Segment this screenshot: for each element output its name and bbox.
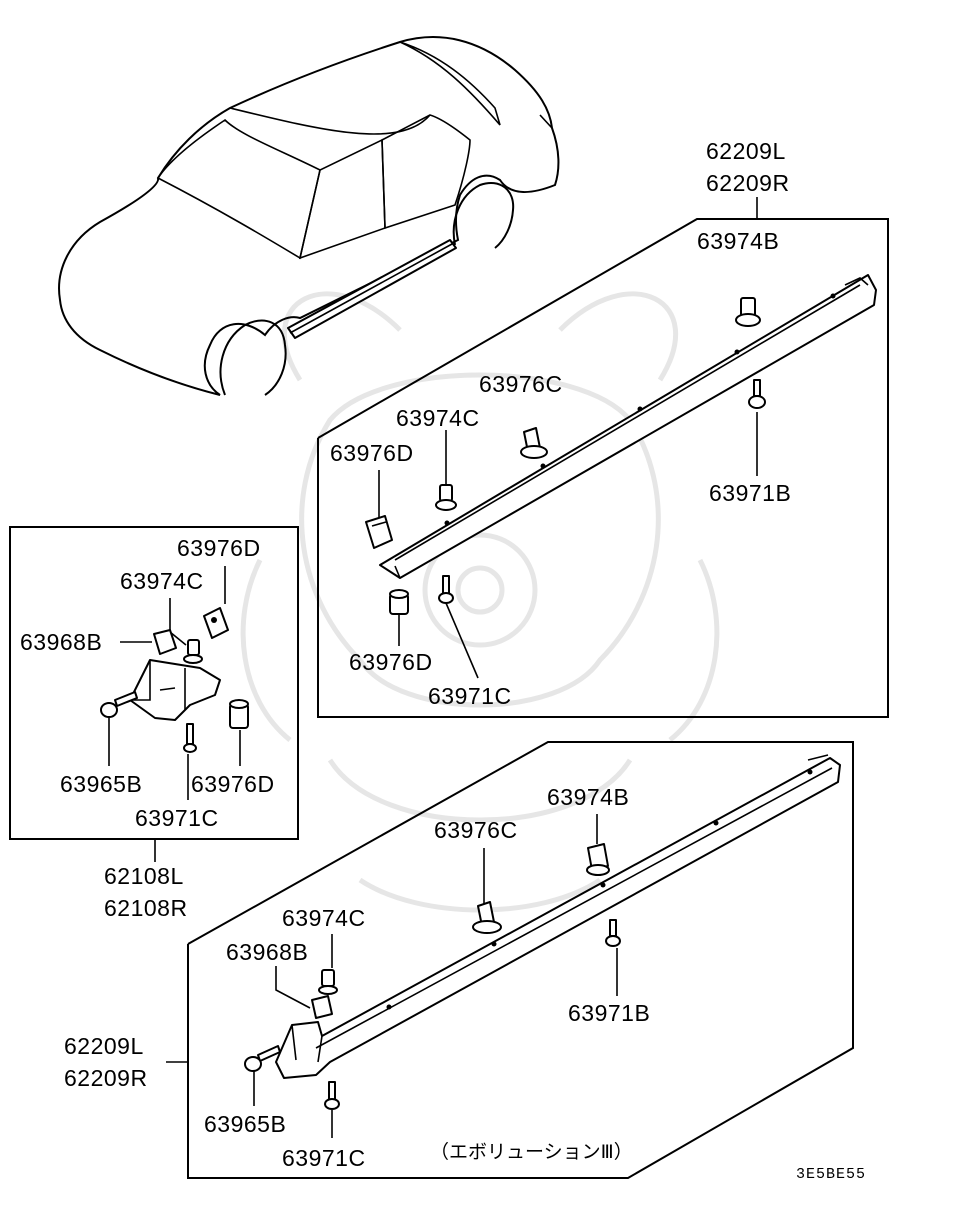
lower-nut-63968b-icon <box>311 995 333 1019</box>
upper-assembly-left-label: 62209L <box>706 138 786 164</box>
inset-assembly-right-label: 62108R <box>104 895 188 921</box>
inset-clip-d-label: 63976D <box>177 535 261 561</box>
inset-nut-63968b-icon <box>153 629 177 655</box>
lower-bolt-63965b-icon <box>244 1045 281 1072</box>
lower-clip-c2-label: 63974C <box>282 905 366 931</box>
car-body-outline <box>58 36 560 396</box>
upper-clip-63974b-icon <box>735 297 761 327</box>
upper-assembly-frame <box>317 197 889 718</box>
lower-clip-63974c-icon <box>318 969 338 995</box>
lower-side-sill-panel <box>275 754 841 1079</box>
inset-clip-c-label: 63974C <box>120 568 204 594</box>
upper-clip-63976c-icon <box>520 427 548 459</box>
upper-screw-63971b-icon <box>748 379 766 409</box>
upper-clip-d-bottom-label: 63976D <box>349 649 433 675</box>
upper-side-sill-panel <box>379 274 877 579</box>
lower-screw-label: 63971C <box>282 1145 366 1171</box>
lower-clip-63974b-icon <box>586 843 610 876</box>
inset-screw-label: 63971C <box>135 805 219 831</box>
inset-clip-63976d-icon <box>203 607 229 639</box>
upper-clip-c2-label: 63974C <box>396 405 480 431</box>
inset-nut-label: 63968B <box>20 629 102 655</box>
lower-bolt-label: 63965B <box>204 1111 286 1137</box>
upper-assembly-right-label: 62209R <box>706 170 790 196</box>
lower-variant-note: （エボリューションⅢ） <box>430 1141 633 1163</box>
inset-end-cap-bracket <box>129 659 221 721</box>
lower-assembly-right-label: 62209R <box>64 1065 148 1091</box>
upper-screw-63971c-icon <box>438 575 454 604</box>
lower-assembly-frame <box>166 741 854 1179</box>
upper-clip-63976d-icon <box>365 515 393 549</box>
lower-clip-top-label: 63974B <box>547 784 629 810</box>
upper-clip-63976d-bottom-icon <box>389 589 409 615</box>
upper-clip-63974c-icon <box>435 484 457 511</box>
inset-assembly-frame <box>9 526 299 862</box>
watermark-emblem <box>240 291 720 913</box>
inset-bolt-label: 63965B <box>60 771 142 797</box>
lower-assembly-left-label: 62209L <box>64 1033 144 1059</box>
lower-nut-label: 63968B <box>226 939 308 965</box>
upper-clip-d-label: 63976D <box>330 440 414 466</box>
inset-assembly-left-label: 62108L <box>104 863 184 889</box>
inset-screw-63971c-icon <box>183 723 197 753</box>
inset-clip-63974c-icon <box>183 639 203 664</box>
lower-screw-63971c-icon <box>324 1081 340 1110</box>
inset-clip-63976d-bottom-icon <box>229 699 249 729</box>
upper-screw-right-label: 63971B <box>709 480 791 506</box>
upper-screw-bottom-label: 63971C <box>428 683 512 709</box>
lower-clip-63976c-icon <box>472 901 502 934</box>
upper-clip-top-label: 63974B <box>697 228 779 254</box>
lower-clip-c-label: 63976C <box>434 817 518 843</box>
inset-bolt-63965b-icon <box>100 691 138 718</box>
upper-clip-c-label: 63976C <box>479 371 563 397</box>
lower-screw-right-label: 63971B <box>568 1000 650 1026</box>
inset-clip-d-bottom-label: 63976D <box>191 771 275 797</box>
lower-screw-63971b-icon <box>605 919 621 947</box>
diagram-code: 3E5BE55 <box>796 1166 866 1183</box>
